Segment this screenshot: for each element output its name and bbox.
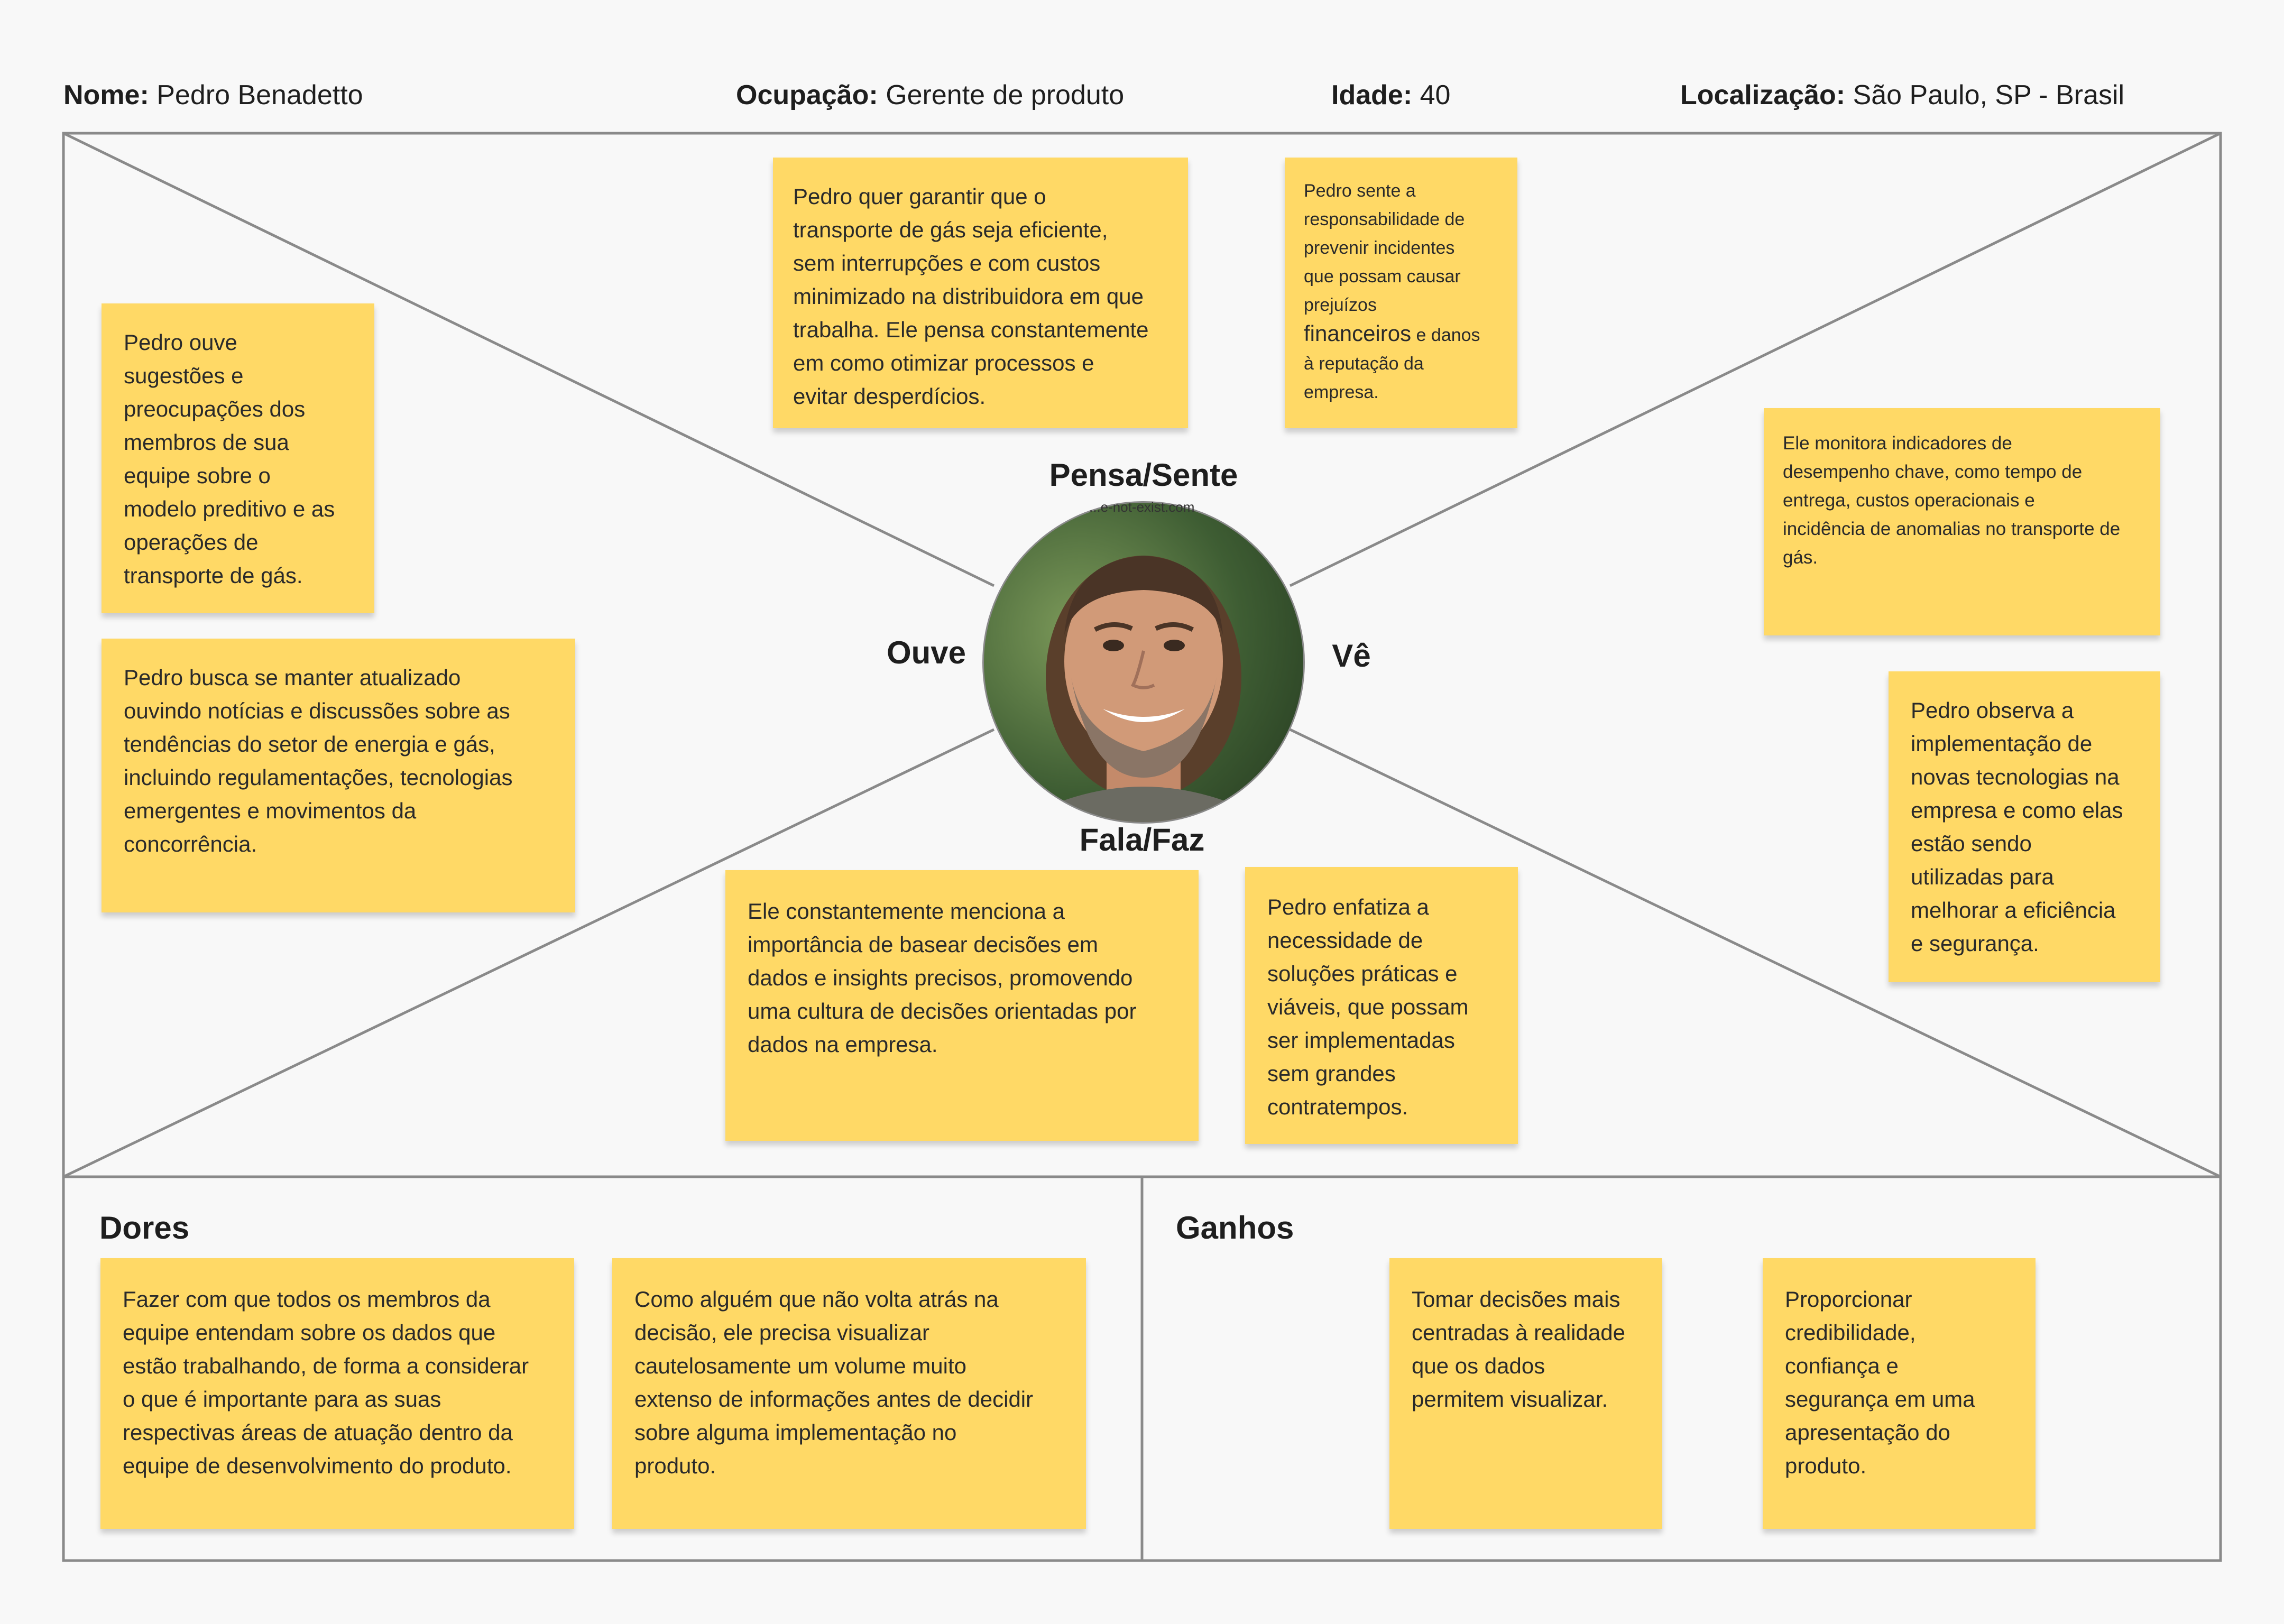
location-value: São Paulo, SP - Brasil [1853, 80, 2125, 110]
note-text: Pedro sente a responsabilidade de preven… [1304, 181, 1480, 402]
sticky-note-think-1[interactable]: Pedro quer garantir que o transporte de … [773, 158, 1188, 428]
sticky-note-see-1[interactable]: Ele monitora indicadores de desempenho c… [1764, 408, 2160, 635]
name-value: Pedro Benadetto [156, 80, 363, 110]
label-ouve: Ouve [886, 635, 966, 670]
note-text: Ele constantemente menciona a importânci… [748, 899, 1137, 1057]
label-fala-faz: Fala/Faz [1079, 822, 1205, 857]
occupation-label: Ocupação: [736, 80, 878, 110]
header-name: Nome: Pedro Benadetto [63, 79, 363, 111]
diagonal-bottom-left [62, 728, 995, 1178]
gains-title: Ganhos [1176, 1210, 1294, 1245]
age-value: 40 [1420, 80, 1451, 110]
age-label: Idade: [1331, 80, 1413, 110]
sticky-note-say-1[interactable]: Ele constantemente menciona a importânci… [725, 870, 1199, 1141]
header-location: Localização: São Paulo, SP - Brasil [1680, 79, 2124, 111]
avatar-watermark: ...e-not-exist.com [1089, 499, 1195, 515]
diagonal-top-left [62, 132, 995, 587]
header-occupation: Ocupação: Gerente de produto [736, 79, 1124, 111]
persona-avatar [982, 501, 1305, 824]
note-text: Fazer com que todos os membros da equipe… [123, 1287, 529, 1478]
sticky-note-pain-2[interactable]: Como alguém que não volta atrás na decis… [612, 1258, 1086, 1529]
note-text: Pedro observa a implementação de novas t… [1911, 698, 2123, 956]
note-text: Proporcionar credibilidade, confiança e … [1785, 1287, 1975, 1478]
face-illustration [1016, 556, 1272, 822]
sticky-note-say-2[interactable]: Pedro enfatiza a necessidade de soluções… [1245, 867, 1518, 1144]
sticky-note-think-2[interactable]: Pedro sente a responsabilidade de preven… [1285, 158, 1517, 428]
sticky-note-pain-1[interactable]: Fazer com que todos os membros da equipe… [100, 1258, 574, 1529]
header-age: Idade: 40 [1331, 79, 1450, 111]
pains-title: Dores [99, 1210, 190, 1245]
note-text: Pedro quer garantir que o transporte de … [793, 184, 1149, 409]
note-text: Como alguém que não volta atrás na decis… [634, 1287, 1034, 1478]
label-ve: Vê [1332, 638, 1371, 673]
sticky-note-hear-1[interactable]: Pedro ouve sugestões e preocupações dos … [102, 303, 374, 613]
location-label: Localização: [1680, 80, 1846, 110]
note-text: Ele monitora indicadores de desempenho c… [1783, 433, 2121, 568]
sticky-note-gain-2[interactable]: Proporcionar credibilidade, confiança e … [1763, 1258, 2036, 1529]
sticky-note-gain-1[interactable]: Tomar decisões mais centradas à realidad… [1389, 1258, 1662, 1529]
name-label: Nome: [63, 80, 149, 110]
note-text: Pedro enfatiza a necessidade de soluções… [1267, 894, 1469, 1119]
sticky-note-see-2[interactable]: Pedro observa a implementação de novas t… [1889, 671, 2160, 982]
occupation-value: Gerente de produto [886, 80, 1125, 110]
note-text: Pedro ouve sugestões e preocupações dos … [124, 330, 335, 588]
note-text: Pedro busca se manter atualizado ouvindo… [124, 665, 513, 856]
diagonal-bottom-right [1289, 728, 2222, 1178]
label-pensa-sente: Pensa/Sente [1049, 457, 1238, 493]
note-text: Tomar decisões mais centradas à realidad… [1412, 1287, 1625, 1411]
diagonal-top-right [1289, 132, 2222, 587]
sticky-note-hear-2[interactable]: Pedro busca se manter atualizado ouvindo… [102, 639, 575, 912]
